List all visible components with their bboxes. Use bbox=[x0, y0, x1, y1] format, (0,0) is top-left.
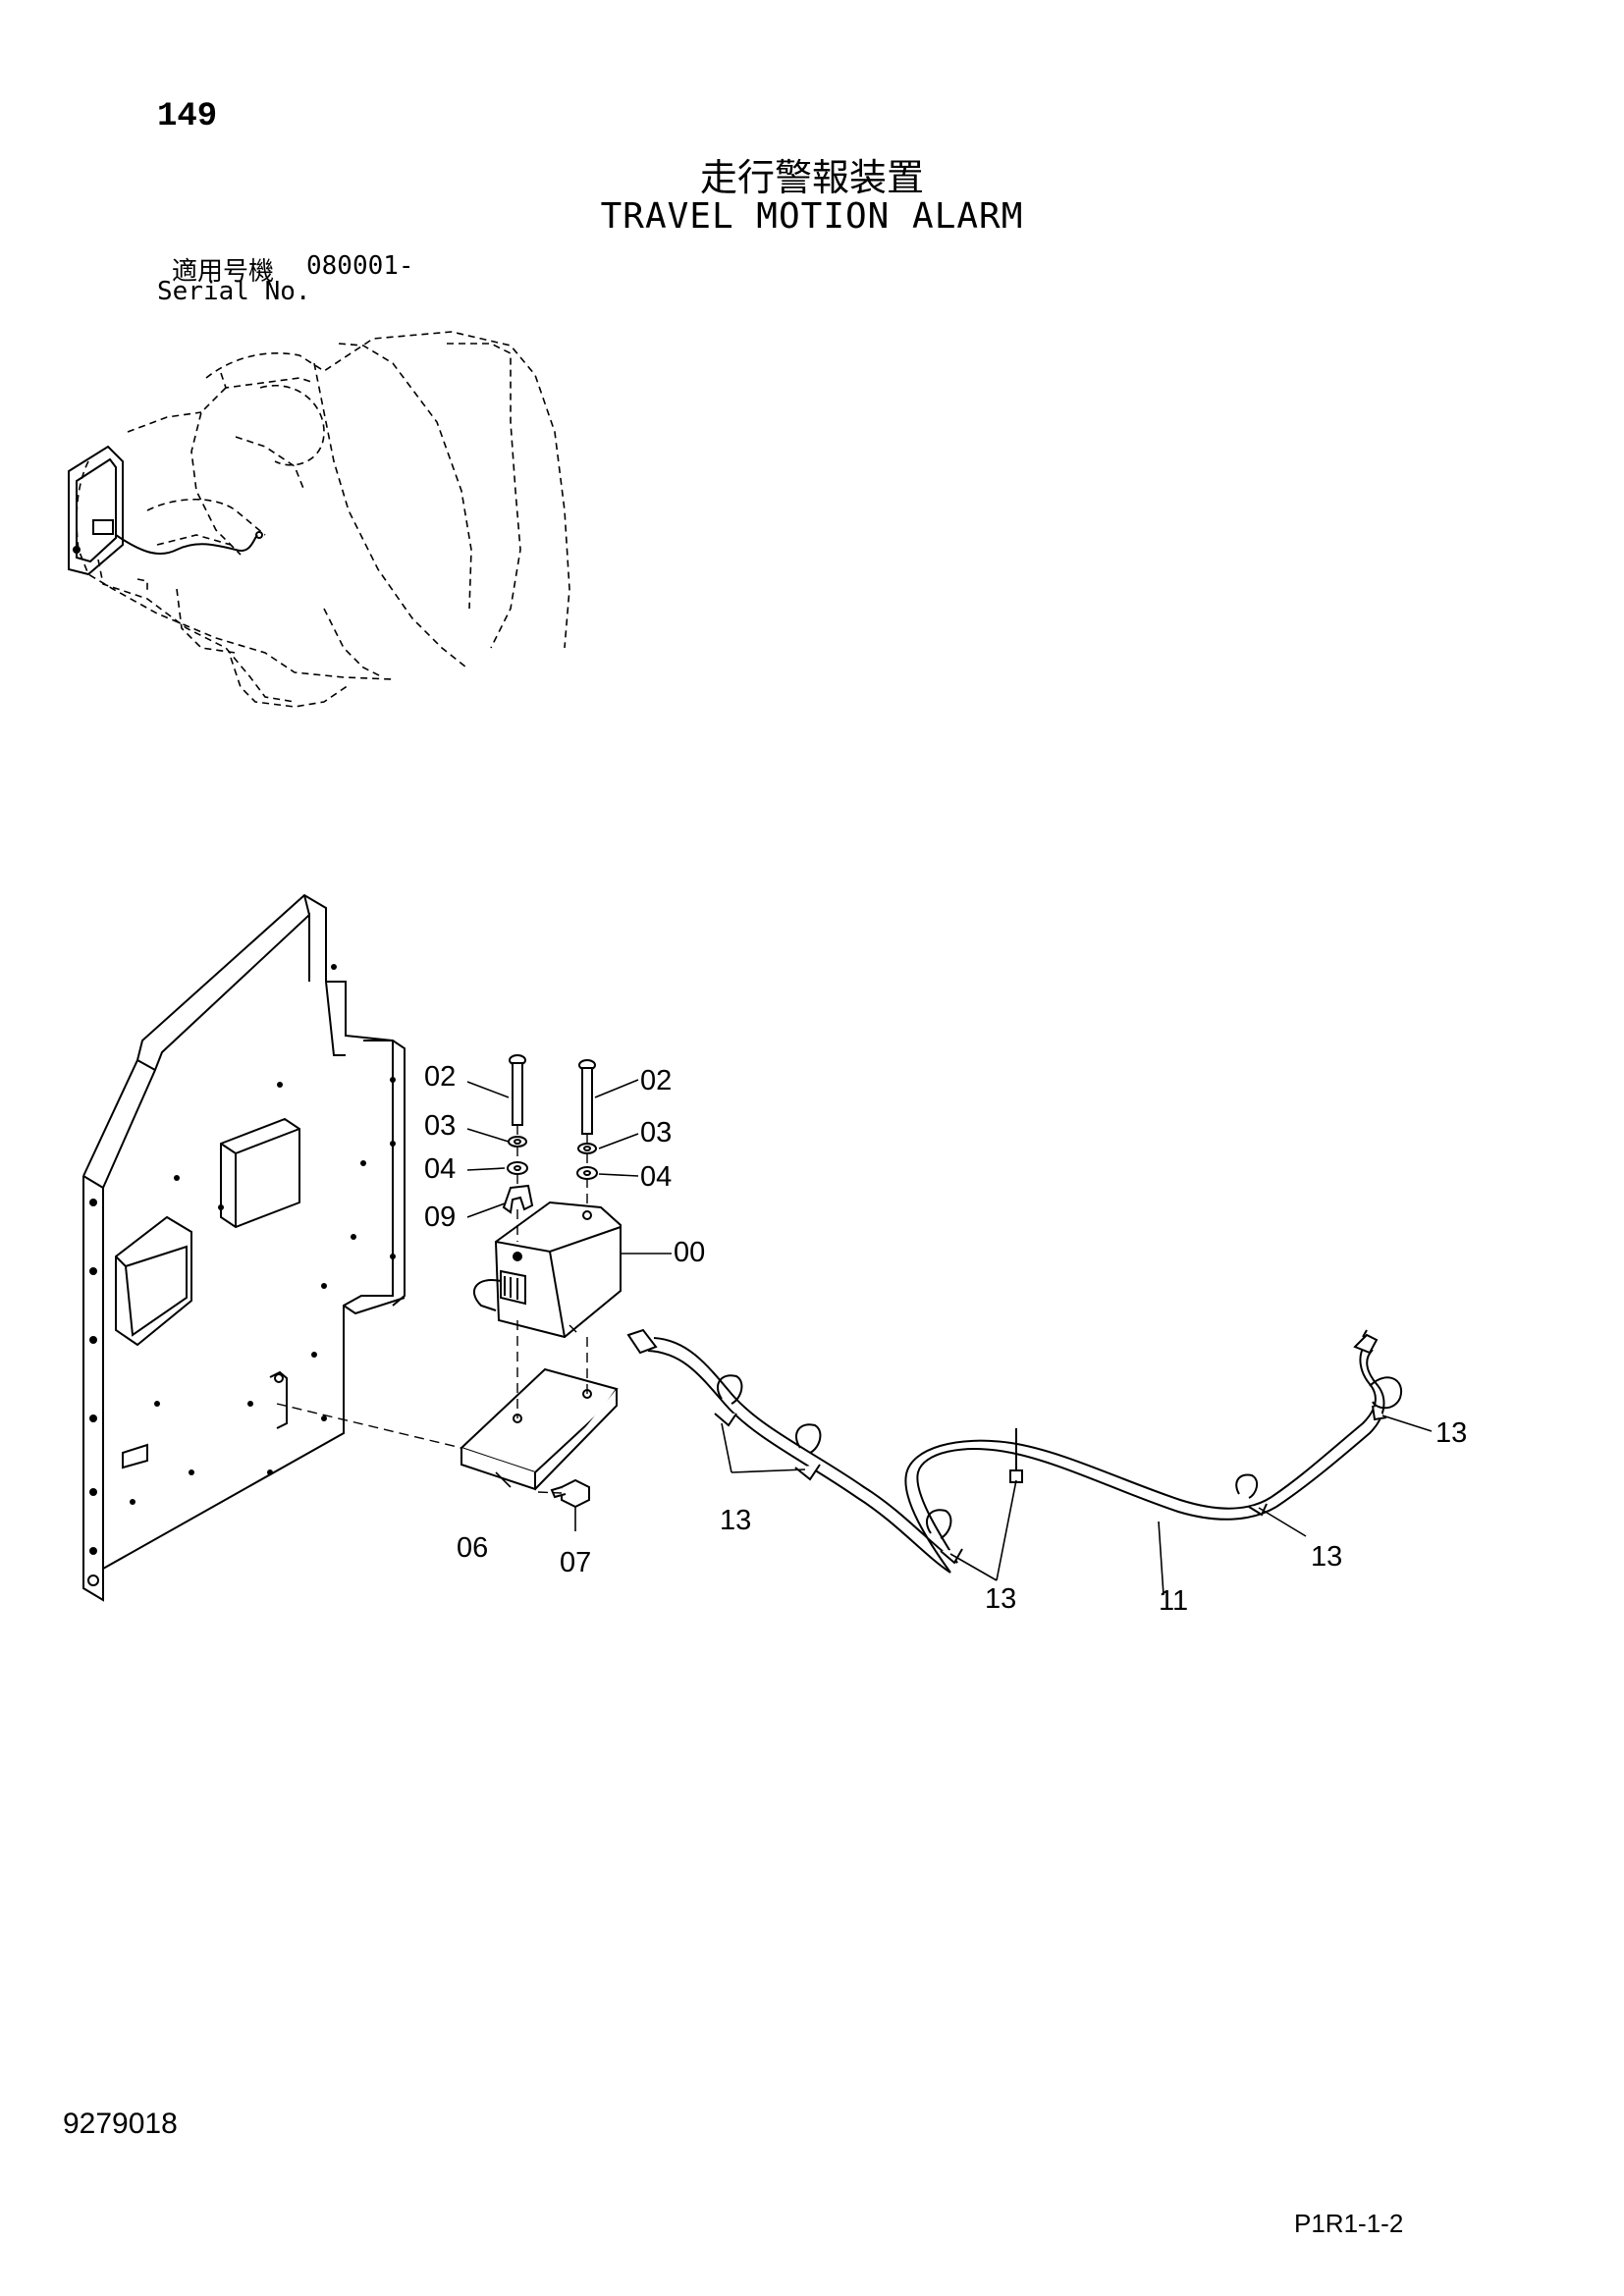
wiring-harness bbox=[626, 1328, 1403, 1574]
callout-09: 09 bbox=[424, 1201, 457, 1233]
callout-13-d: 13 bbox=[1435, 1417, 1468, 1449]
page-number: 149 bbox=[157, 98, 218, 135]
overview-panel bbox=[68, 445, 263, 576]
callout-00: 00 bbox=[674, 1237, 706, 1268]
callout-leaders bbox=[466, 1079, 1433, 1596]
callout-07: 07 bbox=[560, 1547, 592, 1578]
callout-03-left: 03 bbox=[424, 1110, 457, 1142]
alarm-unit bbox=[472, 1201, 622, 1339]
mounting-bracket bbox=[460, 1367, 619, 1491]
callout-04-right: 04 bbox=[640, 1161, 673, 1193]
page-code: P1R1-1-2 bbox=[1294, 2209, 1404, 2238]
assembly-guide-lines bbox=[276, 1125, 588, 1494]
bolt-07 bbox=[550, 1478, 590, 1509]
serial-label-english: Serial No. bbox=[157, 277, 311, 306]
callout-13-b: 13 bbox=[985, 1583, 1017, 1615]
document-number: 9279018 bbox=[63, 2108, 178, 2140]
title-japanese: 走行警報装置 bbox=[699, 156, 924, 199]
callout-11: 11 bbox=[1159, 1585, 1189, 1617]
mounting-hardware bbox=[502, 1054, 598, 1214]
title-english: TRAVEL MOTION ALARM bbox=[600, 196, 1024, 237]
serial-range: 080001- bbox=[306, 251, 414, 281]
serial-label-japanese: 適用号機 bbox=[172, 257, 275, 287]
callout-03-right: 03 bbox=[640, 1117, 673, 1148]
callout-02-left: 02 bbox=[424, 1061, 457, 1093]
callout-13-c: 13 bbox=[1311, 1541, 1343, 1573]
callout-02-right: 02 bbox=[640, 1065, 673, 1096]
callout-13-a: 13 bbox=[720, 1505, 752, 1536]
callout-06: 06 bbox=[457, 1532, 489, 1564]
machine-overview-sketch bbox=[76, 331, 570, 708]
frame-panel bbox=[82, 893, 406, 1602]
callout-04-left: 04 bbox=[424, 1153, 457, 1185]
